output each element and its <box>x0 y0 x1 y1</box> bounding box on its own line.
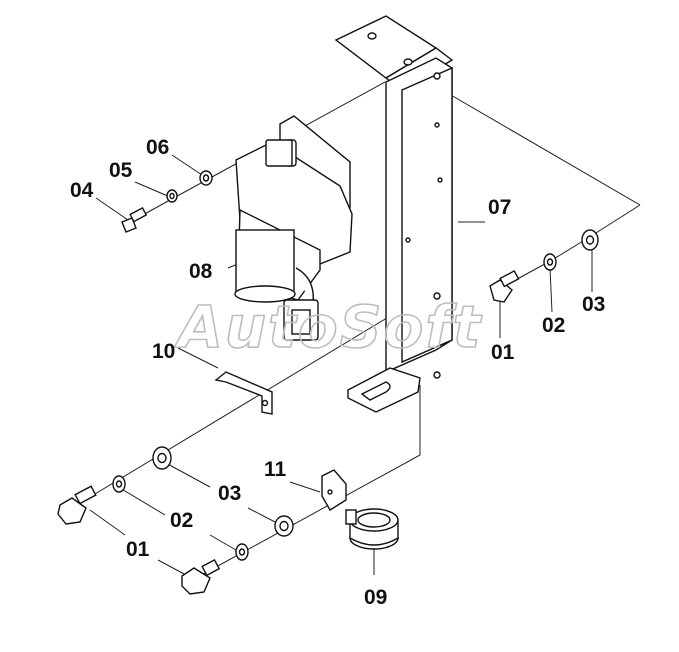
washer-part-06-upper <box>199 170 213 186</box>
washer-part-03-lower-middle <box>274 515 294 537</box>
bolt-part-04-upper <box>121 206 148 233</box>
bolt-part-01-lower-middle <box>181 558 221 595</box>
bracket-part-07 <box>334 15 454 413</box>
watermark-text: AutoSoft <box>174 293 483 361</box>
leader-lines <box>79 79 641 579</box>
washer-part-02-lower-left <box>112 475 126 493</box>
washer-part-03-lower-left <box>152 446 172 470</box>
label-04: 04 <box>70 179 94 202</box>
label-06: 06 <box>146 136 169 159</box>
clip-part-10 <box>214 371 273 415</box>
label-08: 08 <box>189 260 213 283</box>
washer-part-02-right <box>543 253 557 271</box>
motor-assembly-part-08 <box>234 115 353 341</box>
label-10: 10 <box>152 340 175 363</box>
hose-clamp-part-09 <box>345 508 399 550</box>
label-09: 09 <box>364 586 387 609</box>
part-labels: 06 05 04 07 08 10 02 03 01 11 03 02 01 0… <box>70 136 605 609</box>
label-11: 11 <box>264 458 287 481</box>
label-01-lower: 01 <box>126 538 150 561</box>
label-02-right: 02 <box>542 314 565 337</box>
label-03-right: 03 <box>582 293 605 316</box>
label-05: 05 <box>109 159 133 182</box>
small-bracket-part-11 <box>321 469 347 511</box>
label-01-right: 01 <box>491 341 515 364</box>
washer-part-02-lower-middle <box>235 543 249 561</box>
washer-part-03-right <box>581 229 599 251</box>
washer-part-05-upper <box>166 189 178 203</box>
label-07: 07 <box>488 196 511 219</box>
bolt-part-01-right <box>489 270 520 303</box>
label-03-lower: 03 <box>218 482 241 505</box>
label-02-lower: 02 <box>170 509 193 532</box>
bolt-part-01-lower-left <box>57 485 97 525</box>
